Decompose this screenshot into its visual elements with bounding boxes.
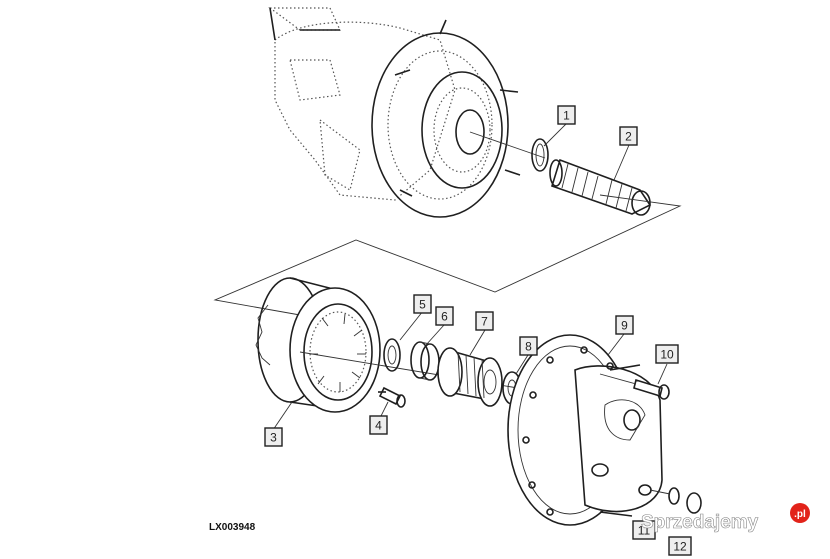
callout-4-label: 4: [375, 419, 382, 433]
watermark: Sprzedajemy .pl: [641, 503, 810, 533]
callout-6-label: 6: [441, 310, 448, 324]
thrust-washer: [383, 338, 401, 372]
callout-2-label: 2: [625, 130, 632, 144]
callout-4: 4: [369, 415, 388, 435]
callout-2: 2: [619, 126, 638, 146]
callout-11-label: 11: [638, 524, 651, 538]
callout-6: 6: [435, 306, 454, 326]
callout-10: 10: [655, 344, 679, 364]
callout-leaders: [272, 123, 668, 431]
callout-3: 3: [264, 427, 283, 447]
planet-carrier-flange: [507, 334, 663, 526]
bolt-small: [378, 386, 406, 408]
needle-bearing: [410, 341, 440, 381]
callout-1: 1: [557, 105, 576, 125]
watermark-text: Sprzedajemy: [641, 512, 759, 533]
retaining-ring: [531, 138, 549, 172]
callout-10-label: 10: [660, 348, 674, 362]
drawing-code: LX003948: [209, 522, 256, 533]
watermark-suffix: .pl: [794, 509, 806, 520]
bolt-long: [599, 373, 670, 400]
assembly-frame-lines: [213, 194, 682, 316]
callout-11: 11: [632, 520, 656, 540]
callout-12: 12: [668, 536, 692, 556]
drain-plug: [649, 487, 702, 514]
planetary-ring-gear: [255, 277, 381, 413]
watermark-badge-icon: [790, 503, 810, 523]
callout-7: 7: [475, 311, 494, 331]
planet-gear: [437, 347, 503, 407]
callout-8-label: 8: [525, 340, 532, 354]
callout-9-label: 9: [621, 319, 628, 333]
callout-5-label: 5: [419, 298, 426, 312]
callout-1-label: 1: [563, 109, 570, 123]
callout-5: 5: [413, 294, 432, 314]
callout-7-label: 7: [481, 315, 488, 329]
axle-housing-drawing: [268, 7, 456, 201]
callout-8: 8: [519, 336, 538, 356]
splined-shaft: [549, 158, 652, 216]
callout-9: 9: [615, 315, 634, 335]
wheel-hub-drawing: [371, 19, 521, 218]
callout-12-label: 12: [673, 540, 687, 554]
callout-3-label: 3: [270, 431, 277, 445]
